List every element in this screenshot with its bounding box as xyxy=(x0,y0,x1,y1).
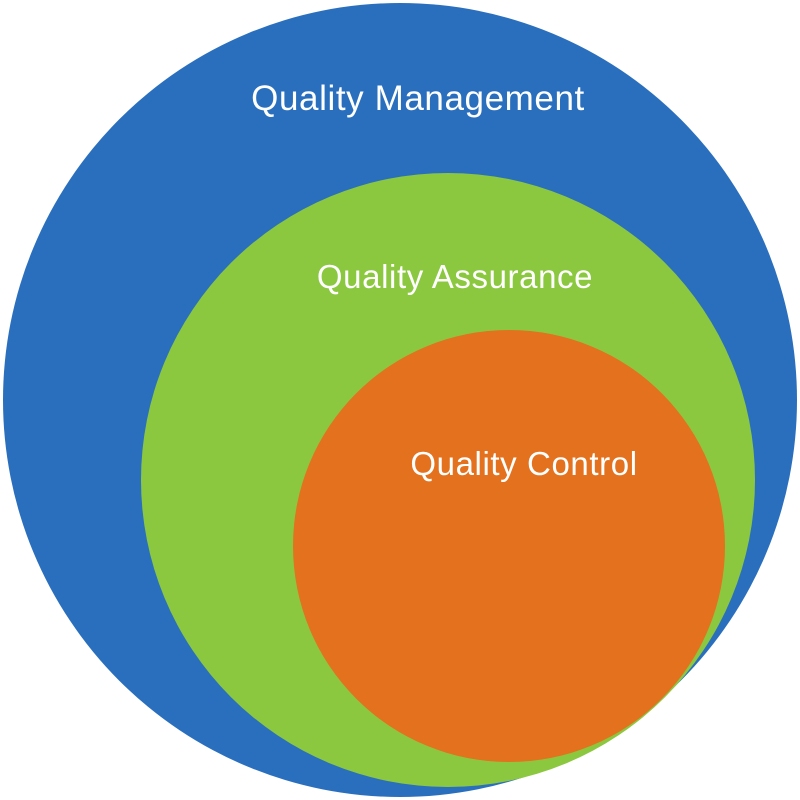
label-quality-control: Quality Control xyxy=(410,445,638,482)
label-quality-assurance: Quality Assurance xyxy=(316,258,594,295)
label-quality-management: Quality Management xyxy=(251,79,585,118)
circle-quality-control xyxy=(293,330,725,762)
